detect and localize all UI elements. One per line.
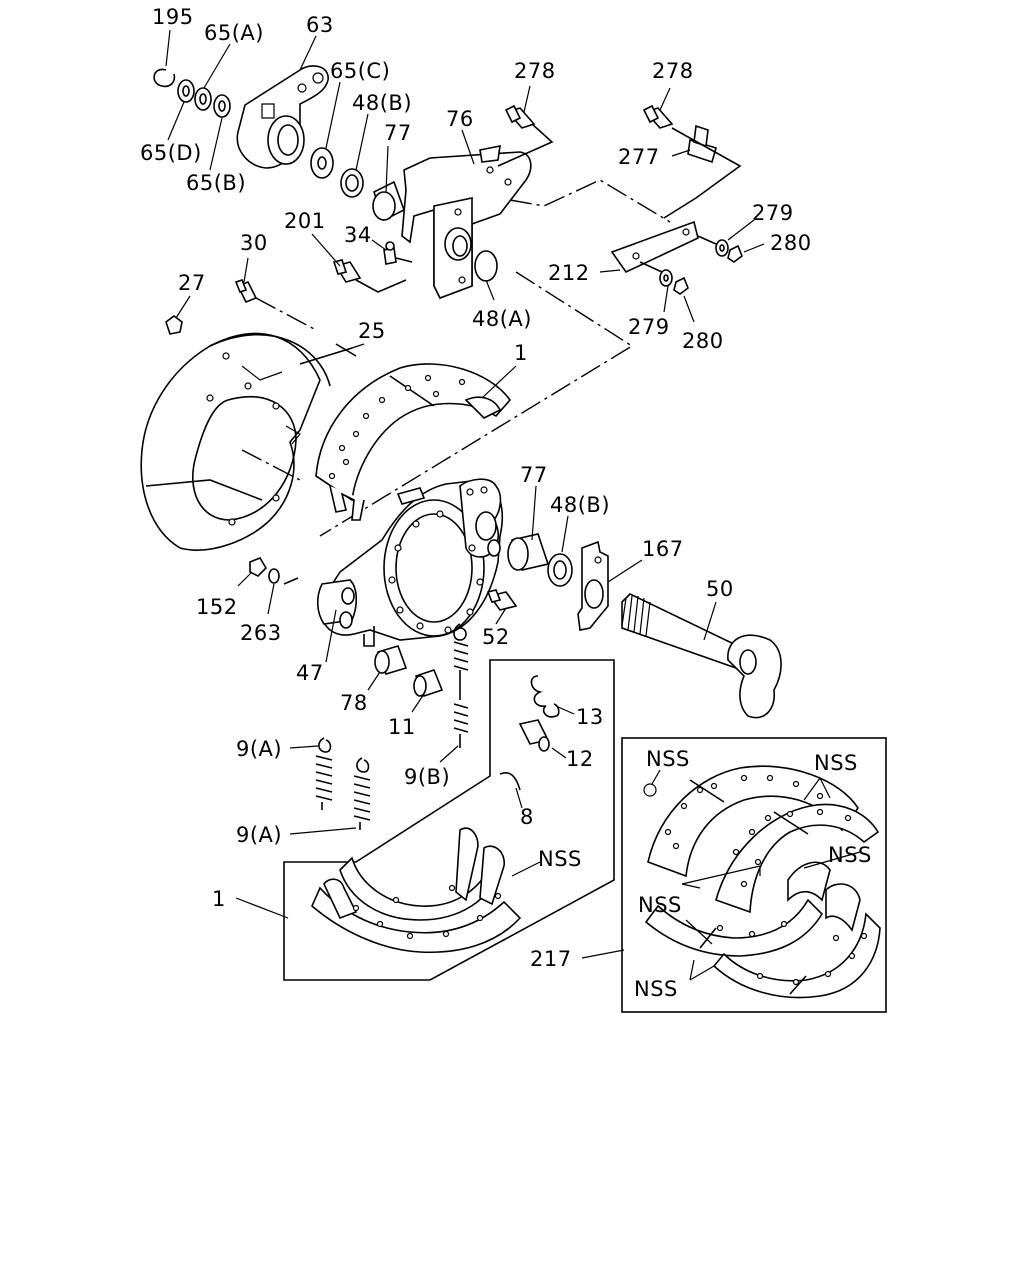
part-9a-spring-left xyxy=(315,737,333,810)
label-9b: 9(B) xyxy=(404,765,450,789)
label-9a-top: 9(A) xyxy=(236,737,282,761)
label-25: 25 xyxy=(358,319,386,343)
label-8: 8 xyxy=(520,805,534,829)
label-212: 212 xyxy=(548,261,590,285)
label-34: 34 xyxy=(344,223,372,247)
part-52-bolt xyxy=(486,589,518,611)
part-11-pin xyxy=(413,669,444,697)
part-48a-o-ring xyxy=(474,250,498,282)
part-280-nut-lower xyxy=(673,276,689,295)
label-nss-2: NSS xyxy=(814,751,858,775)
part-279-washer-right xyxy=(715,239,729,257)
part-278-bolt-right xyxy=(642,104,674,129)
part-152-nut xyxy=(249,557,268,577)
part-65b-washer xyxy=(213,94,231,118)
label-279-right: 279 xyxy=(752,201,794,225)
part-277-plate xyxy=(687,124,717,164)
part-8-wire xyxy=(499,772,521,791)
label-65d: 65(D) xyxy=(140,141,202,165)
part-9b-spring xyxy=(453,623,469,748)
part-77-mid-bushing xyxy=(507,533,550,571)
label-nss-3: NSS xyxy=(828,843,872,867)
label-277: 277 xyxy=(618,145,660,169)
label-13: 13 xyxy=(576,705,604,729)
label-27: 27 xyxy=(178,271,206,295)
label-50: 50 xyxy=(706,577,734,601)
part-50-camshaft xyxy=(621,593,782,719)
label-63: 63 xyxy=(306,13,334,37)
part-48b-mid-seal xyxy=(547,553,573,587)
label-11: 11 xyxy=(388,715,416,739)
label-152: 152 xyxy=(196,595,238,619)
part-77-top-bushing xyxy=(372,180,405,222)
label-52: 52 xyxy=(482,625,510,649)
label-1-bottom: 1 xyxy=(212,887,226,911)
label-9a-bottom: 9(A) xyxy=(236,823,282,847)
label-48a: 48(A) xyxy=(472,307,532,331)
part-65c-washer xyxy=(310,147,334,179)
part-78-bushing xyxy=(374,645,408,675)
label-48b-top: 48(B) xyxy=(352,91,412,115)
part-30-bolt xyxy=(234,279,258,304)
label-48b-mid: 48(B) xyxy=(550,493,610,517)
part-47-brake-spider xyxy=(316,478,503,641)
part-195-snap-ring xyxy=(153,68,176,88)
label-280-lower: 280 xyxy=(682,329,724,353)
part-212-plate xyxy=(610,220,699,274)
part-280-nut-right xyxy=(727,244,743,263)
part-65a-washer xyxy=(194,87,212,111)
part-9a-spring-right xyxy=(353,757,371,830)
part-279-washer-lower xyxy=(659,269,673,287)
label-76: 76 xyxy=(446,107,474,131)
part-13-clip xyxy=(530,675,560,718)
part-34-grease-fitting xyxy=(383,241,397,265)
label-278-right: 278 xyxy=(652,59,694,83)
part-12-pin xyxy=(518,719,550,752)
label-nss-1: NSS xyxy=(646,747,690,771)
label-nss-5: NSS xyxy=(634,977,678,1001)
part-1-brake-shoe-kit xyxy=(311,827,522,954)
label-65b: 65(B) xyxy=(186,171,246,195)
part-201-bolt xyxy=(332,259,362,283)
label-167: 167 xyxy=(642,537,684,561)
label-78: 78 xyxy=(340,691,368,715)
part-1-brake-shoe-top xyxy=(315,363,512,521)
label-217: 217 xyxy=(530,947,572,971)
label-77-mid: 77 xyxy=(520,463,548,487)
label-263: 263 xyxy=(240,621,282,645)
label-12: 12 xyxy=(566,747,594,771)
label-30: 30 xyxy=(240,231,268,255)
label-nss-inset: NSS xyxy=(538,847,582,871)
label-65c: 65(C) xyxy=(330,59,390,83)
part-263-washer xyxy=(268,568,280,584)
part-65d-washer xyxy=(177,79,195,103)
label-280-right: 280 xyxy=(770,231,812,255)
label-195: 195 xyxy=(152,5,194,29)
part-278-bolt-left xyxy=(504,104,536,129)
label-1-top: 1 xyxy=(514,341,528,365)
label-278-left: 278 xyxy=(514,59,556,83)
label-201: 201 xyxy=(284,209,326,233)
label-77-top: 77 xyxy=(384,121,412,145)
part-76-chamber-bracket xyxy=(401,144,532,300)
part-48b-top-seal xyxy=(340,168,364,198)
label-65a: 65(A) xyxy=(204,21,264,45)
part-217-lining-kit xyxy=(643,765,881,999)
label-47: 47 xyxy=(296,661,324,685)
part-25-dust-shield xyxy=(140,332,331,551)
label-nss-4: NSS xyxy=(638,893,682,917)
part-63-slack-adjuster xyxy=(236,65,329,169)
part-167-plate xyxy=(577,540,609,631)
part-27-nut xyxy=(165,315,183,335)
label-279-lower: 279 xyxy=(628,315,670,339)
